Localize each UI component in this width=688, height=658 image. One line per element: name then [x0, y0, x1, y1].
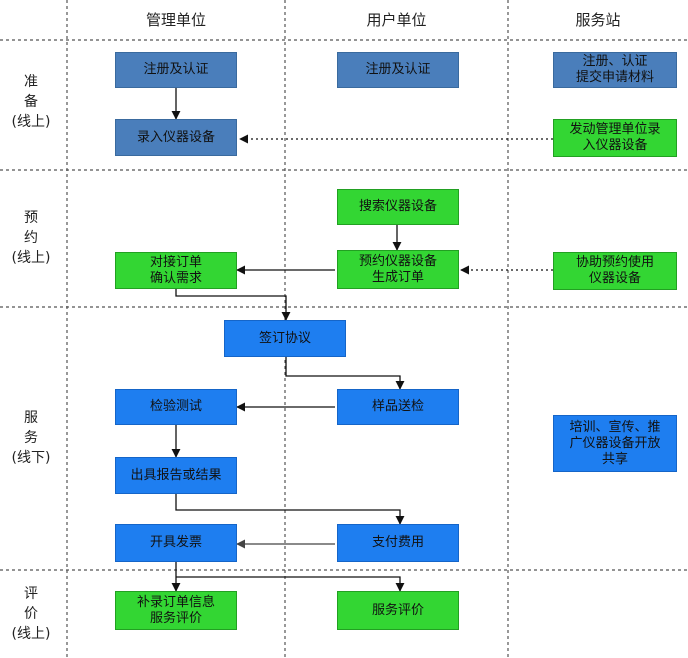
arrow-to-evaluation: [176, 576, 405, 592]
node-pay-fee: 支付费用: [337, 524, 459, 562]
node-station-mobilize: 发动管理单位录 入仪器设备: [553, 119, 677, 157]
node-station-register: 注册、认证 提交申请材料: [553, 52, 677, 88]
arrow-confirm-to-sign: [175, 289, 291, 321]
node-issue-invoice: 开具发票: [115, 524, 237, 562]
node-station-training: 培训、宣传、推 广仪器设备开放 共享: [553, 415, 677, 472]
column-header-management: 管理单位: [145, 11, 206, 29]
node-issue-report: 出具报告或结果: [115, 457, 237, 494]
node-complete-order: 补录订单信息 服务评价: [115, 591, 237, 630]
node-station-assist: 协助预约使用 仪器设备: [553, 252, 677, 290]
node-user-register: 注册及认证: [337, 52, 459, 88]
column-header-user: 用户单位: [366, 11, 427, 29]
arrow-sign-to-sample: [285, 357, 405, 390]
phase-label-prepare: 准 备 (线上): [11, 74, 51, 130]
node-sample-delivery: 样品送检: [337, 389, 459, 425]
node-inspection-test: 检验测试: [115, 389, 237, 425]
node-book-instruments: 预约仪器设备 生成订单: [337, 250, 459, 289]
phase-label-service: 服 务 (线下): [11, 410, 51, 466]
phase-label-reserve: 预 约 (线上): [11, 210, 51, 266]
node-mgmt-register: 注册及认证: [115, 52, 237, 88]
node-confirm-order: 对接订单 确认需求: [115, 252, 237, 289]
column-header-service: 服务站: [575, 11, 621, 29]
node-search-instruments: 搜索仪器设备: [337, 189, 459, 225]
node-enter-instruments: 录入仪器设备: [115, 119, 237, 156]
node-sign-agreement: 签订协议: [224, 320, 346, 357]
arrow-report-to-pay: [175, 494, 405, 525]
node-service-evaluation: 服务评价: [337, 591, 459, 630]
phase-label-evaluate: 评 价 (线上): [11, 586, 51, 642]
